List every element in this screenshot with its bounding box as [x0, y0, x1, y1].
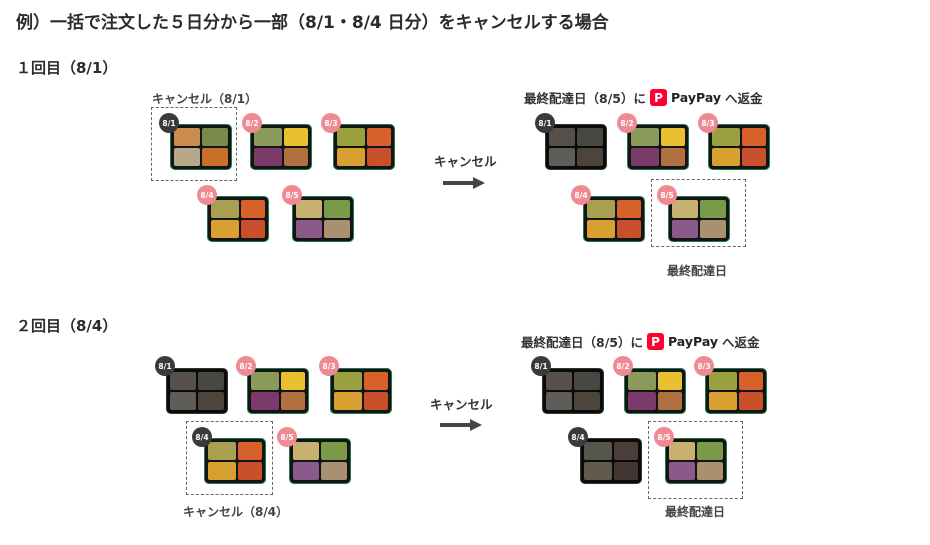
refund-note: 最終配達日（8/5）に P PayPay へ返金: [524, 89, 763, 106]
last-delivery-frame: [648, 421, 743, 499]
date-badge: 8/2: [242, 113, 262, 133]
date-badge: 8/2: [617, 113, 637, 133]
date-badge: 8/3: [321, 113, 341, 133]
date-badge: 8/4: [192, 427, 212, 447]
date-badge: 8/1: [531, 356, 551, 376]
date-badge: 8/3: [319, 356, 339, 376]
bento-tray: [170, 124, 232, 170]
round-2-cancel-frame: [186, 421, 273, 495]
bento-tray: [624, 368, 686, 414]
date-badge: 8/1: [155, 356, 175, 376]
bento-tray: [250, 124, 312, 170]
bento-tray: [207, 196, 269, 242]
round-1-heading: １回目（8/1）: [16, 59, 118, 77]
paypay-logo-icon: P: [649, 89, 667, 106]
date-badge: 8/1: [159, 113, 179, 133]
bento-tray: [627, 124, 689, 170]
date-badge: 8/2: [613, 356, 633, 376]
paypay-brand: PayPay: [670, 90, 722, 105]
bento-tray: [705, 368, 767, 414]
round-1-cancel-frame: [151, 107, 237, 181]
bento-tray: [583, 196, 645, 242]
date-badge: 8/4: [568, 427, 588, 447]
last-delivery-caption: 最終配達日: [665, 505, 726, 519]
date-badge: 8/3: [698, 113, 718, 133]
date-badge: 8/2: [236, 356, 256, 376]
cancel-arrow-label: キャンセル: [430, 397, 493, 412]
bento-tray: [289, 438, 351, 484]
date-badge: 8/5: [282, 185, 302, 205]
date-badge: 8/5: [654, 427, 674, 447]
page-title: 例）一括で注文した５日分から一部（8/1・8/4 日分）をキャンセルする場合: [16, 13, 609, 33]
paypay-logo-icon: P: [646, 333, 664, 350]
bento-tray-cancelled: [545, 124, 607, 170]
bento-tray: [247, 368, 309, 414]
cancel-arrow-label: キャンセル: [434, 154, 497, 169]
bento-tray-cancelled: [166, 368, 228, 414]
date-badge: 8/4: [197, 185, 217, 205]
bento-tray-cancelled: [580, 438, 642, 484]
round-1-cancel-caption: キャンセル（8/1）: [152, 92, 258, 106]
bento-tray: [665, 438, 727, 484]
date-badge: 8/5: [277, 427, 297, 447]
bento-tray: [708, 124, 770, 170]
right-arrow-icon: [443, 177, 485, 189]
date-badge: 8/5: [657, 185, 677, 205]
bento-tray-cancelled: [542, 368, 604, 414]
bento-tray: [204, 438, 266, 484]
paypay-brand: PayPay: [667, 334, 719, 349]
right-arrow-icon: [440, 419, 482, 431]
date-badge: 8/1: [535, 113, 555, 133]
bento-tray: [333, 124, 395, 170]
bento-tray: [292, 196, 354, 242]
date-badge: 8/3: [694, 356, 714, 376]
last-delivery-frame: [651, 179, 746, 247]
bento-tray: [668, 196, 730, 242]
round-2-cancel-caption: キャンセル（8/4）: [183, 505, 289, 519]
date-badge: 8/4: [571, 185, 591, 205]
bento-tray: [330, 368, 392, 414]
round-2-heading: ２回目（8/4）: [16, 317, 118, 335]
refund-note: 最終配達日（8/5）に P PayPay へ返金: [521, 333, 760, 350]
last-delivery-caption: 最終配達日: [667, 264, 728, 278]
